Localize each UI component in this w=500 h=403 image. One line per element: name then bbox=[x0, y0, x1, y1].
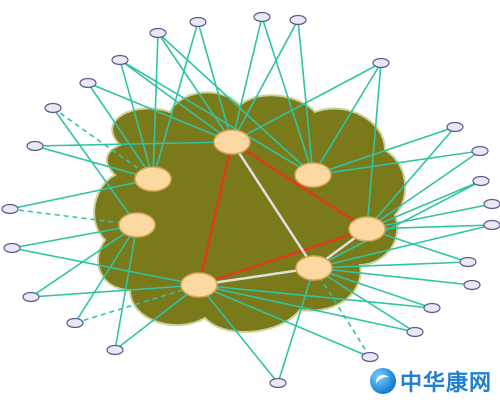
peer-link bbox=[152, 32, 159, 180]
peer-node bbox=[289, 14, 307, 26]
peer-link bbox=[9, 208, 138, 226]
peer-link bbox=[277, 267, 315, 384]
peer-link bbox=[366, 203, 493, 230]
peer-link bbox=[157, 32, 233, 143]
peer-link bbox=[297, 19, 314, 176]
peer-node bbox=[483, 219, 500, 231]
peer-link bbox=[87, 82, 233, 143]
peer-node bbox=[189, 16, 207, 28]
peer-link bbox=[30, 224, 138, 298]
peer-link bbox=[119, 59, 314, 176]
peer-link bbox=[366, 150, 481, 230]
peer-node bbox=[472, 175, 490, 187]
peer-node bbox=[26, 140, 44, 152]
core-link-red bbox=[197, 141, 234, 286]
peer-link bbox=[261, 16, 314, 176]
peer-node bbox=[463, 279, 481, 291]
core-node bbox=[180, 272, 218, 298]
peer-link bbox=[119, 59, 154, 180]
peer-nodes bbox=[1, 11, 500, 389]
peer-link bbox=[366, 224, 493, 230]
peer-link bbox=[198, 284, 416, 333]
core-node bbox=[118, 212, 156, 238]
core-links bbox=[197, 140, 368, 287]
peer-node bbox=[111, 54, 129, 66]
peer-node bbox=[483, 198, 500, 210]
watermark-logo-icon bbox=[369, 368, 396, 394]
core-link-white bbox=[198, 266, 315, 287]
peer-link bbox=[74, 284, 200, 324]
peer-link bbox=[231, 62, 382, 143]
peer-link bbox=[313, 180, 482, 269]
peer-link bbox=[312, 62, 382, 176]
watermark-text: 中华康网 bbox=[399, 371, 492, 396]
peer-link bbox=[114, 284, 200, 351]
peer-link bbox=[34, 145, 154, 180]
peer-node bbox=[79, 77, 97, 89]
peer-node bbox=[253, 11, 271, 23]
peer-link bbox=[114, 224, 138, 351]
peer-link bbox=[198, 284, 433, 309]
peer-link bbox=[11, 224, 138, 249]
core-link-red bbox=[231, 140, 368, 231]
core-link-white bbox=[230, 141, 316, 269]
peer-link bbox=[34, 141, 233, 147]
core-node bbox=[134, 166, 172, 192]
peer-node bbox=[22, 291, 40, 303]
peer-node bbox=[106, 344, 124, 356]
peer-node bbox=[471, 145, 489, 157]
peer-link bbox=[312, 126, 456, 176]
peer-link bbox=[9, 178, 154, 210]
peer-link bbox=[52, 107, 138, 226]
peer-link bbox=[313, 224, 493, 269]
core-link-red bbox=[198, 227, 368, 287]
watermark: 中华康网 bbox=[369, 365, 492, 397]
core-node bbox=[294, 162, 332, 188]
peer-link bbox=[197, 21, 233, 143]
peer-link bbox=[157, 32, 314, 176]
peer-link bbox=[231, 19, 299, 143]
peer-link bbox=[52, 107, 154, 180]
peer-node bbox=[406, 326, 424, 338]
peer-node bbox=[459, 256, 477, 268]
peer-node bbox=[446, 121, 464, 133]
peer-link bbox=[313, 267, 416, 333]
peer-link bbox=[366, 180, 482, 230]
peer-link bbox=[198, 284, 279, 384]
peer-node bbox=[3, 242, 21, 254]
peer-link bbox=[313, 267, 433, 309]
peer-link bbox=[313, 267, 473, 286]
peer-node bbox=[66, 317, 84, 329]
peer-node bbox=[361, 351, 379, 363]
peer-link bbox=[74, 224, 138, 324]
peer-link bbox=[366, 62, 382, 230]
peer-link bbox=[11, 247, 200, 286]
core-node bbox=[295, 255, 333, 281]
peer-link bbox=[30, 284, 200, 298]
peer-links bbox=[9, 16, 493, 384]
peer-node bbox=[44, 102, 62, 114]
peer-link bbox=[366, 126, 456, 230]
peer-link bbox=[198, 284, 371, 358]
peer-node bbox=[149, 27, 167, 39]
peer-node bbox=[372, 57, 390, 69]
peer-node bbox=[1, 203, 19, 215]
core-nodes bbox=[118, 129, 386, 298]
peer-link bbox=[313, 261, 469, 269]
peer-node bbox=[423, 302, 441, 314]
peer-link bbox=[119, 59, 233, 143]
peer-link bbox=[231, 16, 263, 143]
peer-link bbox=[87, 82, 154, 180]
core-node bbox=[348, 216, 386, 242]
peer-node bbox=[269, 377, 287, 389]
core-node bbox=[213, 129, 251, 155]
peer-link bbox=[312, 150, 481, 176]
